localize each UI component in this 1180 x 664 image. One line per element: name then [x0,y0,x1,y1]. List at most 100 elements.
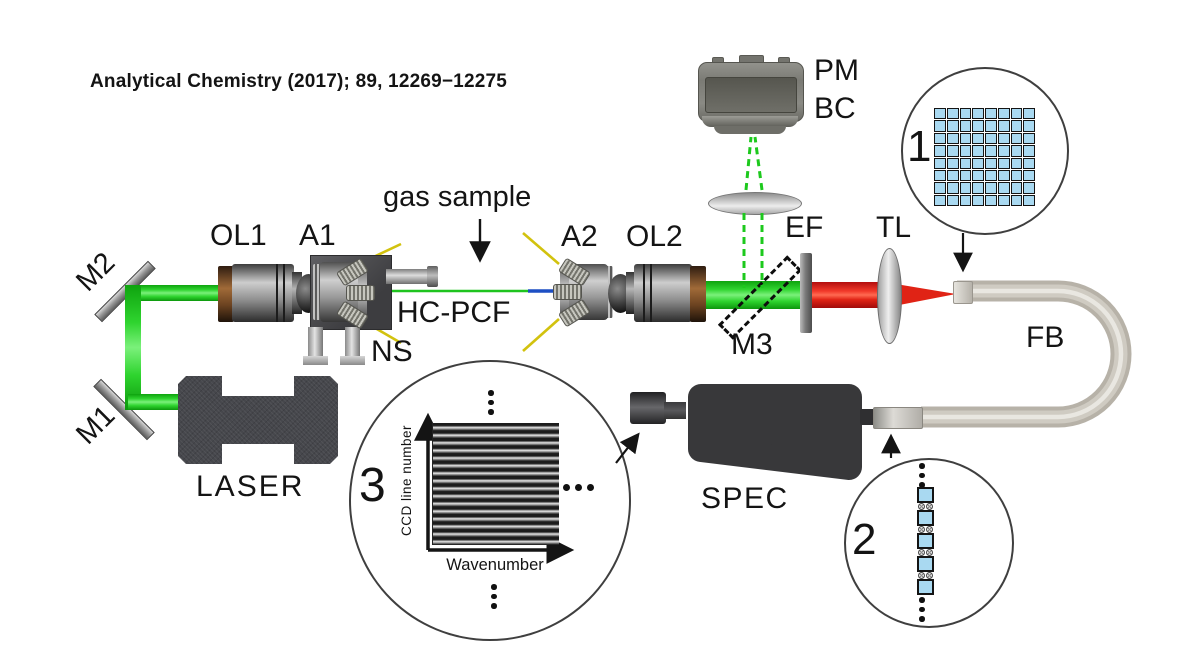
fiber-core-cell [1010,120,1023,132]
fiber-core-cell [972,169,984,182]
label-ef: EF [785,211,824,244]
spacer-bead [917,503,925,510]
ol1-ring [218,266,234,322]
ellipsis-dot [491,603,497,609]
ellipsis-dots-plot-top [488,390,494,415]
fiber-core-cell [972,145,984,157]
citation: Analytical Chemistry (2017); 89, 12269−1… [90,71,508,92]
ellipsis-dot [919,597,925,603]
fiber-core-cell [985,194,997,206]
ccd-camera-neck [664,402,686,419]
ellipsis-dot [919,616,925,622]
label-m3: M3 [731,328,773,361]
fiber-core-cell [959,182,972,194]
fiber-core-cell [959,132,972,145]
fiber-core-cell [985,145,997,157]
fiber-core-cell [946,157,959,169]
fiber-core-cell [972,194,984,206]
monitor-lens [708,192,802,215]
ellipsis-dot [563,484,570,491]
fiber-core-cell [997,182,1010,194]
green-beam-vertical [125,285,141,410]
fiber-core-cell [985,120,997,132]
dashed-beam-left-up [744,136,753,191]
fiber-core-cell [959,145,972,157]
edge-filter [800,253,812,333]
a1-post-right [345,327,360,358]
fiber-core-cell [934,108,946,120]
fiber-core-cell [1023,157,1035,169]
label-fb: FB [1026,321,1065,354]
fiber-core-cell [959,194,972,206]
fiber-square [916,510,934,526]
fiber-core-cell [946,145,959,157]
fiber-core-cell [985,157,997,169]
fiber-core-cell [985,182,997,194]
needle-line-a2-bottom [522,318,560,352]
fiber-bundle-tube-highlight [921,288,1124,420]
spacer-bead [925,526,933,533]
tube-lens [877,248,902,344]
ol2-ring [690,266,706,322]
ol2-neck [626,272,636,314]
label-ns: NS [371,335,413,368]
label-hc-pcf: HC-PCF [397,296,511,329]
ol2-band2 [650,264,652,322]
fiber-core-cell [959,120,972,132]
fiber-core-cell [997,145,1010,157]
fiber-core-cell [985,169,997,182]
fiber-core-cell [959,108,972,120]
fiber-core-cell [997,132,1010,145]
ccd-spectral-stripes [432,423,559,545]
ellipsis-dot [575,484,582,491]
ccd-camera [630,392,666,424]
fiber-core-cell [959,169,972,182]
needle-line-a2-top [522,232,560,265]
spectrometer-body [688,384,862,480]
fiber-core-cell [946,182,959,194]
a1-gas-tube-cap [427,266,438,287]
bundle-output-ferrule [873,407,923,429]
ellipsis-dots-plot-bottom [491,584,497,609]
spacer-bead [925,549,933,556]
label-bc: BC [814,92,856,125]
laser-body [178,376,338,464]
inset-circle-1: 1 [901,67,1069,235]
fiber-square [916,487,934,503]
fiber-core-cell [1023,145,1035,157]
fiber-core-cell [1010,132,1023,145]
fiber-core-cell [934,182,946,194]
label-ol1: OL1 [210,219,267,252]
label-pm: PM [814,54,859,87]
fiber-core-cell [1010,169,1023,182]
fiber-core-cell [985,132,997,145]
fiber-core-cell [934,194,946,206]
label-m2: M2 [70,246,122,298]
ellipsis-dots-top [919,463,925,488]
spacer-bead [925,503,933,510]
ellipsis-dot [488,399,494,405]
ccd-y-axis-label: CCD line number [399,424,414,536]
spacer-bead [917,572,925,579]
camera-foot [714,126,786,134]
ellipsis-dot [488,390,494,396]
green-beam-top [128,285,224,301]
spacer-beads [917,526,933,533]
fiber-core-cell [934,132,946,145]
label-a2: A2 [561,220,598,253]
ol1-band2 [283,264,285,322]
fiber-core-cell [1023,194,1035,206]
green-beam-laser-out [128,394,188,410]
green-beam-ol2-ef [697,281,803,309]
fiber-core-cell [1023,120,1035,132]
ol2-band [643,264,645,322]
fiber-square [916,579,934,595]
inset-circle-3: 3 CCD line number Wavenumber [349,360,631,641]
inset-1-number: 1 [907,122,932,171]
ccd-plot-axes [414,412,575,564]
bundle-grid [934,108,1035,206]
fiber-core-cell [997,120,1010,132]
a1-post-left [308,327,323,358]
spacer-beads [917,503,933,510]
